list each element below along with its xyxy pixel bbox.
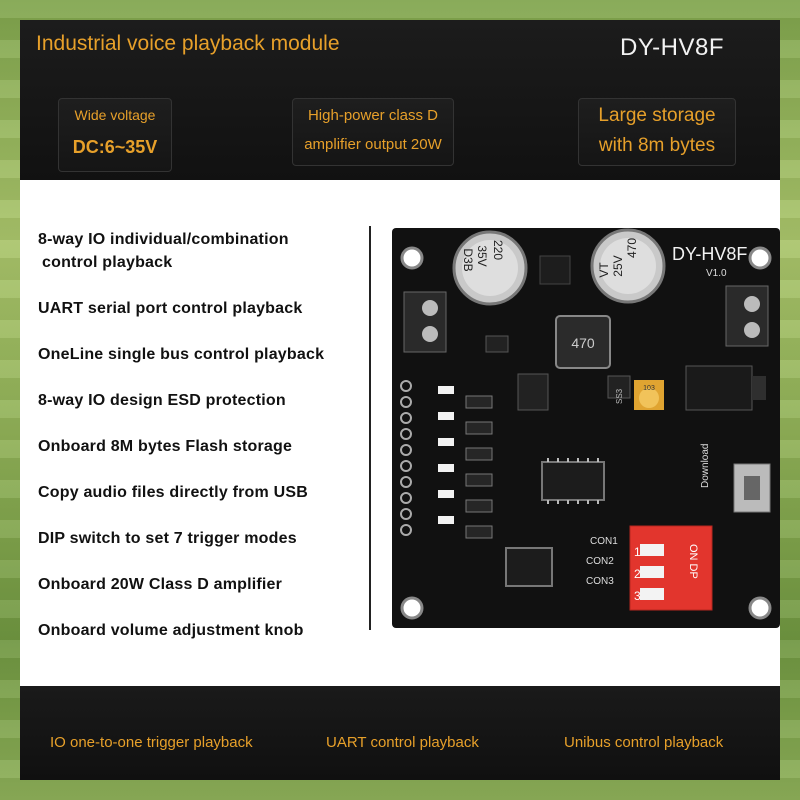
- usb-port-icon: [733, 463, 771, 513]
- terminal-block-right: [725, 285, 769, 347]
- list-item: Onboard 20W Class D amplifier: [38, 576, 283, 593]
- list-item: Copy audio files directly from USB: [38, 484, 308, 501]
- highlight-label: Wide voltage: [74, 107, 156, 123]
- svg-text:2: 2: [634, 567, 641, 581]
- model-number: DY-HV8F: [620, 34, 724, 61]
- mode-label: Unibus control playback: [564, 734, 724, 751]
- mode-label: IO one-to-one trigger playback: [50, 734, 253, 751]
- highlight-amplifier: High-power class D amplifier output 20W: [292, 98, 454, 166]
- highlight-value: with 8m bytes: [598, 135, 716, 156]
- io-header-pins: [400, 380, 412, 536]
- header-band: Industrial voice playback module DY-HV8F…: [20, 20, 780, 180]
- volume-knob-icon: 103: [634, 380, 664, 410]
- modes-band: IO one-to-one trigger playback UART cont…: [20, 686, 780, 780]
- highlight-value: amplifier output 20W: [304, 136, 442, 153]
- svg-text:ON DP: ON DP: [687, 544, 699, 579]
- list-item: 8-way IO individual/combination control …: [38, 231, 289, 271]
- con-label: CON2: [586, 556, 614, 567]
- feature-panel: 8-way IO individual/combination control …: [20, 180, 780, 686]
- list-item: DIP switch to set 7 trigger modes: [38, 530, 297, 547]
- capacitor-icon: 470 25V VT: [590, 228, 666, 304]
- highlight-wide-voltage: Wide voltage DC:6~35V: [58, 98, 172, 172]
- audio-jack-icon: [685, 365, 766, 411]
- inductor-label: 470: [571, 335, 595, 351]
- list-item: 8-way IO design ESD protection: [38, 392, 286, 409]
- highlight-storage: Large storage with 8m bytes: [578, 98, 736, 166]
- regulator-chip: [539, 255, 571, 285]
- svg-text:1: 1: [634, 545, 641, 559]
- mode-label: UART control playback: [326, 734, 479, 751]
- list-item: UART serial port control playback: [38, 300, 303, 317]
- terminal-block-left: [403, 291, 447, 353]
- svg-text:220: 220: [491, 240, 505, 260]
- highlight-label: High-power class D: [307, 107, 439, 124]
- main-chip: [541, 461, 605, 501]
- divider: [369, 226, 371, 630]
- capacitor-icon: 220 35V D3B: [452, 230, 528, 306]
- svg-text:35V: 35V: [475, 245, 489, 266]
- silkscreen-version: V1.0: [706, 268, 727, 279]
- svg-text:470: 470: [625, 238, 639, 258]
- list-item: Onboard 8M bytes Flash storage: [38, 438, 293, 455]
- list-item: Onboard volume adjustment knob: [38, 622, 304, 639]
- svg-text:VT: VT: [597, 262, 611, 278]
- highlight-value: DC:6~35V: [72, 137, 158, 157]
- io-resistors: [438, 386, 454, 524]
- svg-text:3: 3: [634, 589, 641, 603]
- feature-list: 8-way IO individual/combination control …: [38, 228, 368, 665]
- svg-text:103: 103: [643, 385, 655, 392]
- io-diodes: [465, 395, 493, 539]
- dip-switch-icon: 1 2 3 ON DP: [629, 525, 713, 611]
- highlight-label: Large storage: [598, 105, 716, 126]
- con-label: CON1: [590, 536, 618, 547]
- product-title: Industrial voice playback module: [36, 32, 340, 55]
- pcb-substrate: [392, 228, 780, 628]
- pcb-board-image: 220 35V D3B 470 25V VT DY-HV8F V1.0 4: [392, 228, 780, 628]
- svg-text:25V: 25V: [611, 255, 625, 276]
- svg-text:D3B: D3B: [461, 248, 475, 271]
- download-label: Download: [700, 444, 711, 488]
- silkscreen-model: DY-HV8F: [672, 244, 747, 264]
- svg-text:SS3: SS3: [615, 388, 624, 404]
- list-item: OneLine single bus control playback: [38, 346, 325, 363]
- mounting-holes: [400, 246, 772, 620]
- flash-chip: [505, 547, 553, 587]
- inductor: [555, 315, 611, 369]
- con-label: CON3: [586, 576, 614, 587]
